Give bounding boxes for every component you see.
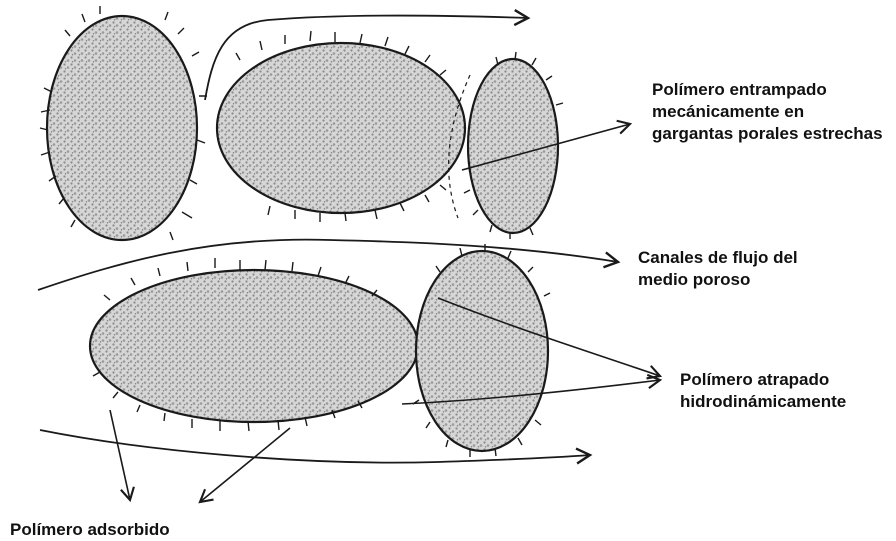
label-line: Polímero atrapado	[680, 369, 846, 391]
grain-bottom-left	[90, 270, 418, 422]
label-hydrodynamic-trapping: Polímero atrapado hidrodinámicamente	[680, 369, 846, 413]
grain-top-center	[217, 43, 465, 213]
label-line: hidrodinámicamente	[680, 391, 846, 413]
label-line: mecánicamente en	[652, 101, 883, 123]
label-line: Polímero adsorbido	[10, 519, 170, 541]
grain-bottom-right	[416, 251, 548, 451]
label-line: Polímero entrampado	[652, 79, 883, 101]
grain-top-right	[468, 59, 558, 233]
label-line: Canales de flujo del	[638, 247, 798, 269]
pointer-adsorbed-right	[200, 428, 290, 502]
pointer-adsorbed-left	[110, 410, 130, 500]
label-line: medio poroso	[638, 269, 798, 291]
label-line: gargantas porales estrechas	[652, 123, 883, 145]
label-adsorbed-polymer: Polímero adsorbido	[10, 519, 170, 541]
label-mechanically-trapped: Polímero entrampado mecánicamente en gar…	[652, 79, 883, 145]
label-flow-channels: Canales de flujo del medio poroso	[638, 247, 798, 291]
grain-top-left	[47, 16, 197, 240]
rock-grains	[47, 16, 558, 451]
